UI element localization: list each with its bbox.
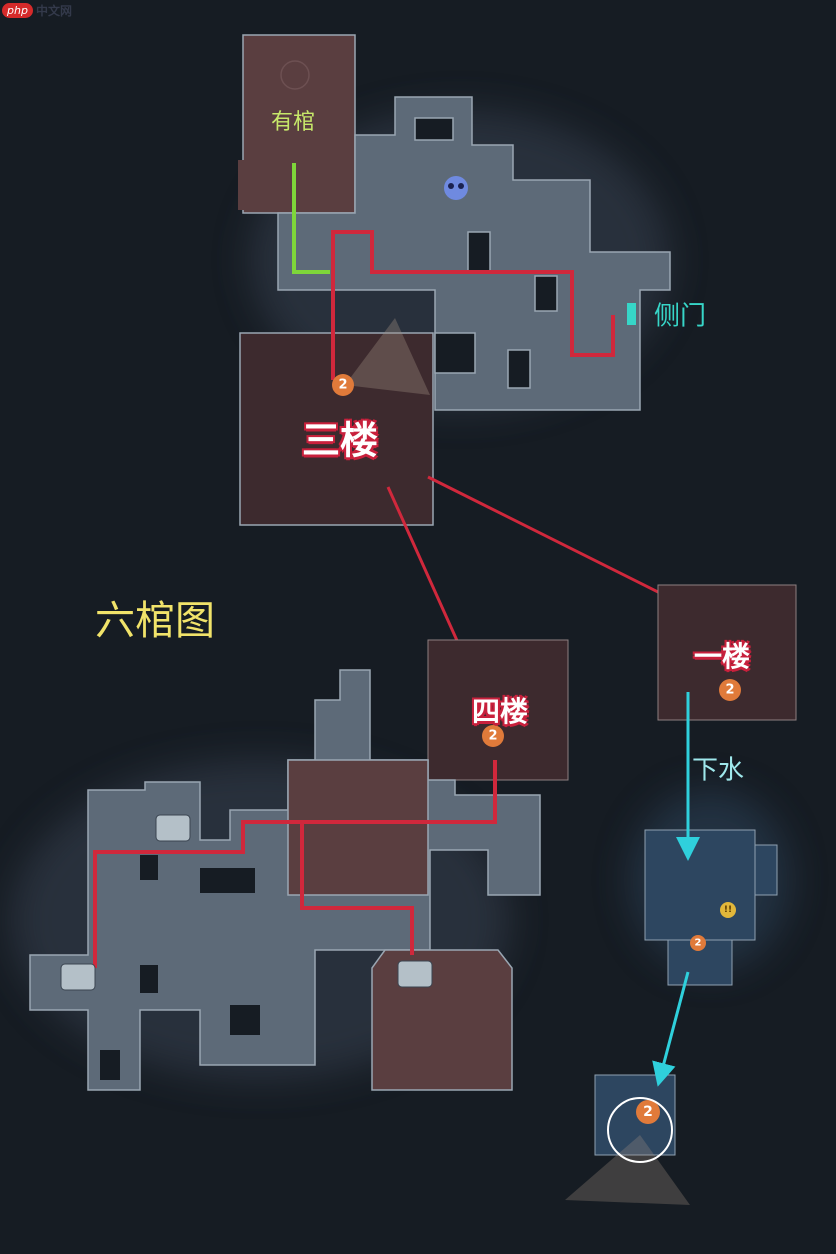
floor3-label: 三楼: [301, 418, 379, 463]
fire-badge-icon: [719, 679, 741, 701]
water-rooms: [565, 829, 778, 1205]
target-ring-icon: [607, 1097, 673, 1163]
dive-label: 下水: [691, 755, 745, 786]
watermark-badge: php: [2, 3, 33, 18]
alert-icon: [720, 902, 736, 918]
fire-badge-icon: [636, 1100, 660, 1124]
coffin-path: [292, 163, 330, 274]
fire-badge-icon: [482, 725, 504, 747]
arrow-to-floor4: [386, 486, 473, 674]
skull-boss-icon: [444, 176, 468, 200]
fire-badge-icon: [690, 935, 706, 951]
arrow-to-floor1: [427, 475, 711, 619]
badge-number: 2: [488, 728, 498, 744]
floor4-label: 四楼: [471, 695, 529, 728]
badge-number: 2: [725, 682, 735, 698]
route-floor3: [331, 230, 615, 380]
side-door-icon[interactable]: [627, 303, 636, 325]
route-floor4: [93, 760, 497, 968]
fire-badge-icon: [332, 374, 354, 396]
badge-number: 2: [643, 1104, 653, 1120]
watermark-logo: php 中文网: [2, 2, 72, 19]
side-door-label: 侧门: [653, 301, 707, 332]
water-arrow: [652, 971, 690, 1087]
map-title: 六棺图: [95, 598, 215, 644]
chest-icon: [397, 960, 433, 988]
chest-icon: [155, 814, 191, 842]
alert-mark: !!: [723, 905, 733, 915]
floor1-label: 一楼: [693, 640, 751, 673]
chest-icon: [60, 963, 96, 991]
floor4-room: [427, 639, 569, 781]
badge-number: 2: [338, 377, 348, 393]
badge-number: 2: [694, 937, 702, 949]
watermark-text: 中文网: [35, 4, 72, 18]
coffin-label: 有棺: [270, 110, 316, 135]
